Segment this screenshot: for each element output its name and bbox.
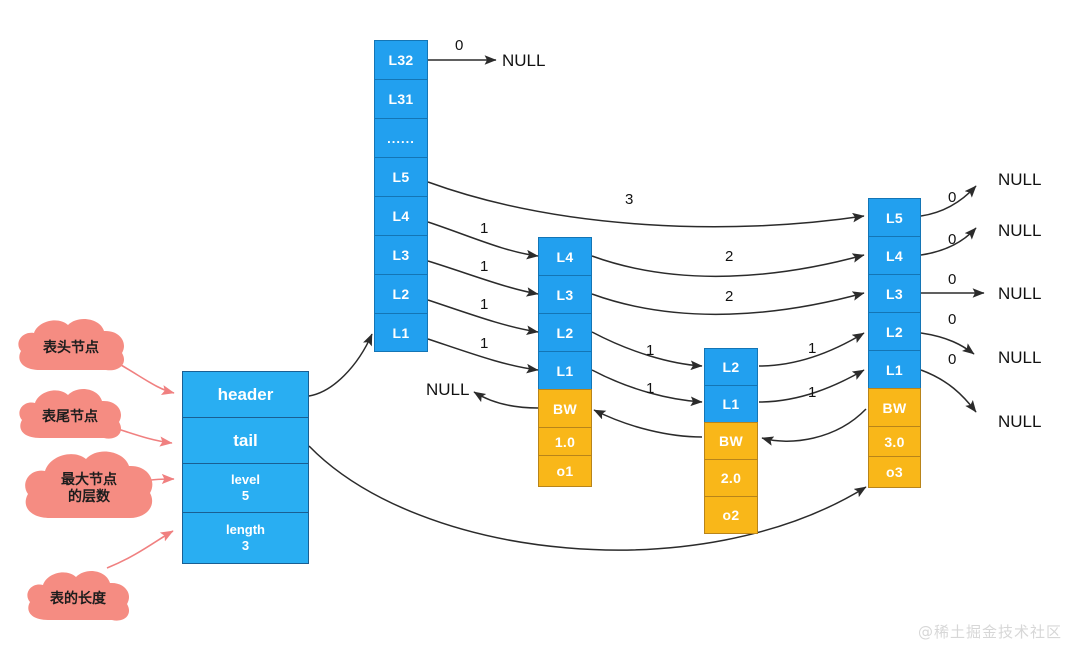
node-o3-cell-score: 3.0 xyxy=(868,426,921,456)
struct-field-level: level 5 xyxy=(183,464,308,513)
span-header-l4-o1: 1 xyxy=(480,220,489,237)
span-o3-l5-null: 0 xyxy=(948,189,957,206)
node-o1: L4 L3 L2 L1 BW 1.0 o1 xyxy=(538,237,592,487)
arrow-o3l1-null xyxy=(920,369,977,413)
cloud-header-node: 表头节点 xyxy=(12,318,130,380)
node-o2: L2 L1 BW 2.0 o2 xyxy=(704,348,758,534)
span-o1-l2-o2: 1 xyxy=(646,342,655,359)
span-o2-l2-o3: 1 xyxy=(808,340,817,357)
span-o2-l1-o3: 1 xyxy=(808,384,817,401)
node-o1-cell-score: 1.0 xyxy=(538,427,592,455)
span-header-l1-o1: 1 xyxy=(480,335,489,352)
span-o3-l1-null: 0 xyxy=(948,351,957,368)
null-o3-l2: NULL xyxy=(998,348,1042,367)
node-header-cell-l3: L3 xyxy=(374,235,428,274)
node-o3-cell-l5: L5 xyxy=(868,198,921,236)
struct-field-length-value: 3 xyxy=(241,538,250,553)
node-o2-cell-backward: BW xyxy=(704,422,758,459)
node-o1-cell-backward: BW xyxy=(538,389,592,427)
struct-field-header-label: header xyxy=(217,384,274,404)
arrow-o1-backward-null xyxy=(473,391,539,409)
node-o3-cell-l3: L3 xyxy=(868,274,921,312)
cloud-shape xyxy=(19,389,122,439)
span-o1-l4-o3: 2 xyxy=(725,248,734,265)
node-header-cell-ellipsis: ...... xyxy=(374,118,428,157)
node-o2-cell-l2: L2 xyxy=(704,348,758,385)
node-header-cell-l31: L31 xyxy=(374,79,428,118)
span-header-l32-null: 0 xyxy=(455,37,464,54)
struct-field-header: header xyxy=(183,372,308,418)
struct-field-level-value: 5 xyxy=(241,488,250,503)
struct-field-length: length 3 xyxy=(183,513,308,563)
node-o3-cell-l4: L4 xyxy=(868,236,921,274)
arrow-struct-header-to-headernode xyxy=(308,333,373,397)
node-o1-cell-l2: L2 xyxy=(538,313,592,351)
arrow-header-l5-o3l5 xyxy=(427,181,865,228)
null-header-l32: NULL xyxy=(502,51,546,70)
null-o3-l4: NULL xyxy=(998,221,1042,240)
span-o3-l4-null: 0 xyxy=(948,231,957,248)
null-o1-backward: NULL xyxy=(426,380,470,399)
struct-field-level-label: level xyxy=(231,471,260,487)
watermark: @稀土掘金技术社区 xyxy=(917,623,1062,641)
arrow-cloud-length xyxy=(106,530,174,569)
cloud-shape xyxy=(25,451,153,518)
cloud-shape xyxy=(27,571,130,621)
node-o2-cell-score: 2.0 xyxy=(704,459,758,496)
arrow-o2-backward-o1 xyxy=(593,409,703,438)
span-o3-l2-null: 0 xyxy=(948,311,957,328)
node-o1-cell-obj: o1 xyxy=(538,455,592,487)
node-o2-cell-l1: L1 xyxy=(704,385,758,422)
cloud-max-level: 最大节点 的层数 xyxy=(18,448,160,530)
node-header-cell-l1: L1 xyxy=(374,313,428,352)
struct-field-tail: tail xyxy=(183,418,308,464)
cloud-tail-node-label: 表尾节点 xyxy=(42,409,98,426)
null-o3-l5: NULL xyxy=(998,170,1042,189)
node-o2-cell-obj: o2 xyxy=(704,496,758,534)
null-o3-l3: NULL xyxy=(998,284,1042,303)
node-o3-cell-obj: o3 xyxy=(868,456,921,488)
cloud-list-length-label: 表的长度 xyxy=(50,591,106,608)
node-o1-cell-l3: L3 xyxy=(538,275,592,313)
span-o3-l3-null: 0 xyxy=(948,271,957,288)
span-o1-l1-o2: 1 xyxy=(646,380,655,397)
node-header-cell-l2: L2 xyxy=(374,274,428,313)
span-header-l3-o1: 1 xyxy=(480,258,489,275)
null-o3-l1: NULL xyxy=(998,412,1042,431)
node-o3-cell-l1: L1 xyxy=(868,350,921,388)
span-header-l5-o3: 3 xyxy=(625,191,634,208)
struct-field-tail-label: tail xyxy=(233,430,258,450)
node-o3: L5 L4 L3 L2 L1 BW 3.0 o3 xyxy=(868,198,921,488)
span-o1-l3-o3: 2 xyxy=(725,288,734,305)
cloud-list-length: 表的长度 xyxy=(22,570,134,630)
zskiplist-struct-box: header tail level 5 length 3 xyxy=(182,371,309,564)
cloud-shape xyxy=(18,319,125,371)
node-o1-cell-l1: L1 xyxy=(538,351,592,389)
span-header-l2-o1: 1 xyxy=(480,296,489,313)
node-header-cell-l32: L32 xyxy=(374,40,428,79)
struct-field-length-label: length xyxy=(226,521,265,537)
node-o3-cell-backward: BW xyxy=(868,388,921,426)
node-header: L32 L31 ...... L5 L4 L3 L2 L1 xyxy=(374,40,428,352)
cloud-max-level-label: 最大节点 的层数 xyxy=(61,471,117,506)
node-o1-cell-l4: L4 xyxy=(538,237,592,275)
node-header-cell-l5: L5 xyxy=(374,157,428,196)
cloud-tail-node: 表尾节点 xyxy=(14,388,126,448)
node-o3-cell-l2: L2 xyxy=(868,312,921,350)
node-header-cell-l4: L4 xyxy=(374,196,428,235)
cloud-header-node-label: 表头节点 xyxy=(43,340,99,357)
arrow-o3-backward-o2 xyxy=(761,408,867,446)
